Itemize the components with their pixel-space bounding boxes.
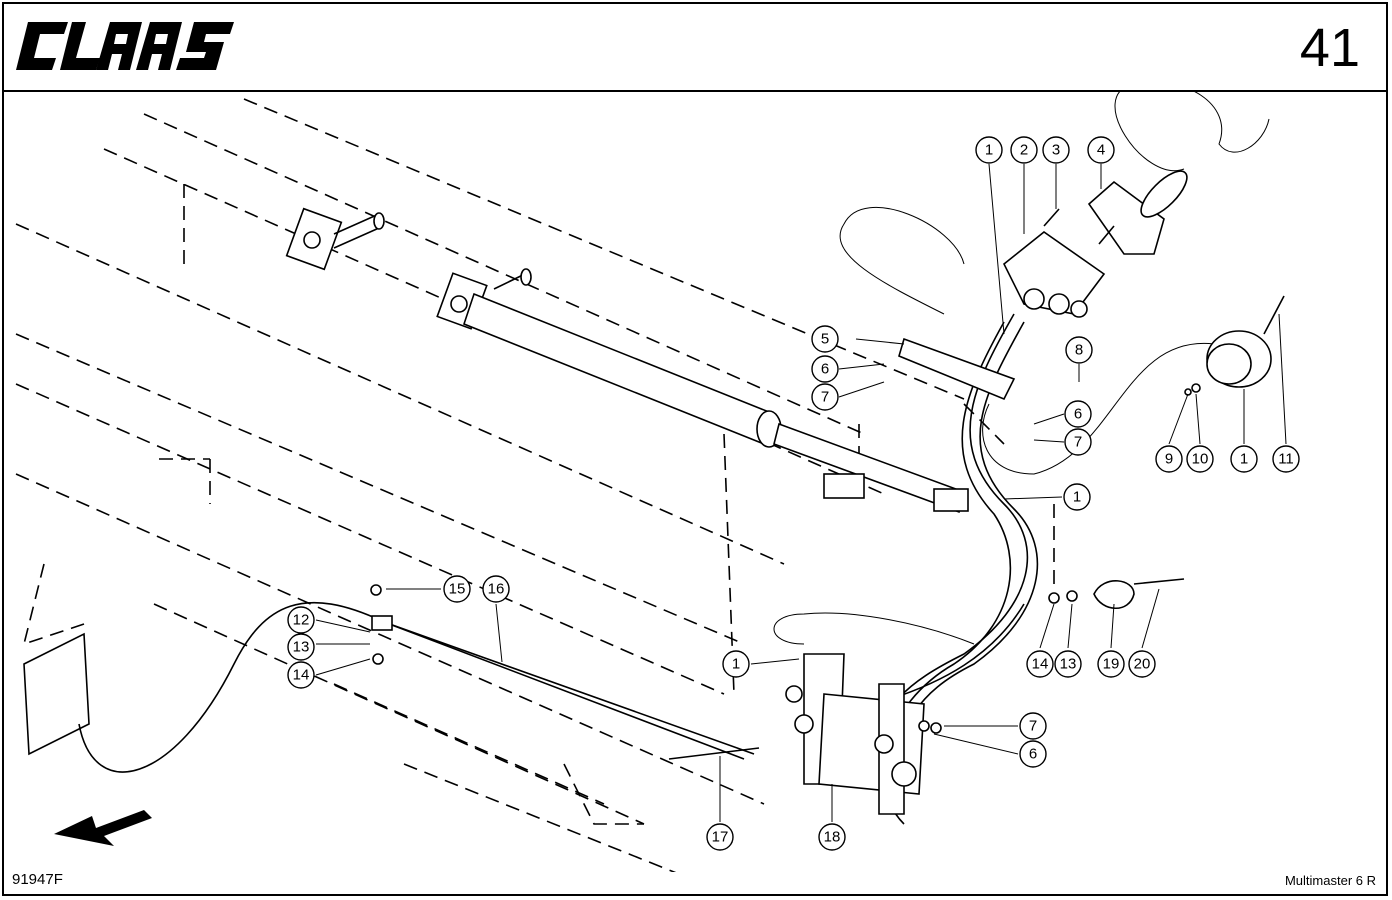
callout-20: 20 xyxy=(1128,650,1156,678)
callout-1: 1 xyxy=(975,136,1003,164)
svg-text:2: 2 xyxy=(1020,142,1028,159)
svg-text:1: 1 xyxy=(1073,489,1081,506)
svg-text:7: 7 xyxy=(821,389,829,406)
svg-text:8: 8 xyxy=(1075,342,1083,359)
callout-leaders xyxy=(315,163,1287,822)
svg-text:1: 1 xyxy=(732,656,740,673)
svg-text:4: 4 xyxy=(1097,142,1105,159)
model-name: Multimaster 6 R xyxy=(1284,873,1376,888)
callout-6: 6 xyxy=(811,355,839,383)
callout-1d: 1 xyxy=(722,650,750,678)
callout-13b: 13 xyxy=(1054,650,1082,678)
svg-text:6: 6 xyxy=(1074,406,1082,423)
svg-text:20: 20 xyxy=(1134,656,1151,673)
svg-text:3: 3 xyxy=(1052,142,1060,159)
svg-text:13: 13 xyxy=(1060,656,1077,673)
lower-valve-block xyxy=(785,653,942,815)
cable-terminal-box xyxy=(23,584,760,773)
svg-text:14: 14 xyxy=(1032,656,1049,673)
callout-1c: 1 xyxy=(1063,483,1091,511)
claas-logo xyxy=(16,22,234,70)
callout-9: 9 xyxy=(1155,445,1183,473)
callout-12: 12 xyxy=(287,606,315,634)
svg-text:9: 9 xyxy=(1165,451,1173,468)
svg-text:16: 16 xyxy=(488,581,505,598)
callout-8: 8 xyxy=(1065,336,1093,364)
hydraulic-cylinder-upper xyxy=(285,207,385,271)
page-number: 41 xyxy=(1299,18,1360,78)
callout-16: 16 xyxy=(482,575,510,603)
callout-11: 11 xyxy=(1272,445,1300,473)
control-valve-block xyxy=(898,208,1106,401)
svg-text:15: 15 xyxy=(449,581,466,598)
callout-15: 15 xyxy=(443,575,471,603)
callout-10: 10 xyxy=(1186,445,1214,473)
svg-text:13: 13 xyxy=(293,639,310,656)
svg-text:17: 17 xyxy=(712,829,729,846)
svg-text:5: 5 xyxy=(821,331,829,348)
svg-text:11: 11 xyxy=(1278,451,1294,468)
svg-text:1: 1 xyxy=(985,142,993,159)
callout-6c: 6 xyxy=(1019,740,1047,768)
callout-4: 4 xyxy=(1087,136,1115,164)
svg-text:7: 7 xyxy=(1029,718,1037,735)
direction-arrow xyxy=(54,810,152,846)
callout-2: 2 xyxy=(1010,136,1038,164)
callout-18: 18 xyxy=(818,823,846,851)
callout-3: 3 xyxy=(1042,136,1070,164)
callout-19: 19 xyxy=(1097,650,1125,678)
svg-text:19: 19 xyxy=(1103,656,1120,673)
hydraulic-cylinder-main xyxy=(436,268,969,514)
svg-text:18: 18 xyxy=(824,829,841,846)
callout-5: 5 xyxy=(811,325,839,353)
callout-14b: 14 xyxy=(1026,650,1054,678)
callout-14: 14 xyxy=(287,661,315,689)
page-header: 41 xyxy=(4,4,1386,92)
clamp-assembly xyxy=(1048,578,1185,609)
svg-text:10: 10 xyxy=(1192,451,1209,468)
svg-text:14: 14 xyxy=(293,667,310,684)
drawing-code: 91947F xyxy=(12,871,63,888)
exploded-view-drawing: 1 2 3 4 5 6 7 8 6 7 9 10 1 11 1 1 15 16 … xyxy=(15,92,1300,872)
callout-6b: 6 xyxy=(1064,400,1092,428)
callout-1b: 1 xyxy=(1230,445,1258,473)
svg-text:12: 12 xyxy=(293,612,310,629)
callout-13: 13 xyxy=(287,633,315,661)
magnetic-antenna xyxy=(1087,170,1188,255)
sensor-housing xyxy=(1184,295,1285,396)
callout-17: 17 xyxy=(706,823,734,851)
svg-text:7: 7 xyxy=(1074,434,1082,451)
callout-7: 7 xyxy=(811,383,839,411)
svg-text:1: 1 xyxy=(1240,451,1248,468)
svg-text:6: 6 xyxy=(1029,746,1037,763)
callout-7c: 7 xyxy=(1019,712,1047,740)
svg-text:6: 6 xyxy=(821,361,829,378)
callout-7b: 7 xyxy=(1064,428,1092,456)
